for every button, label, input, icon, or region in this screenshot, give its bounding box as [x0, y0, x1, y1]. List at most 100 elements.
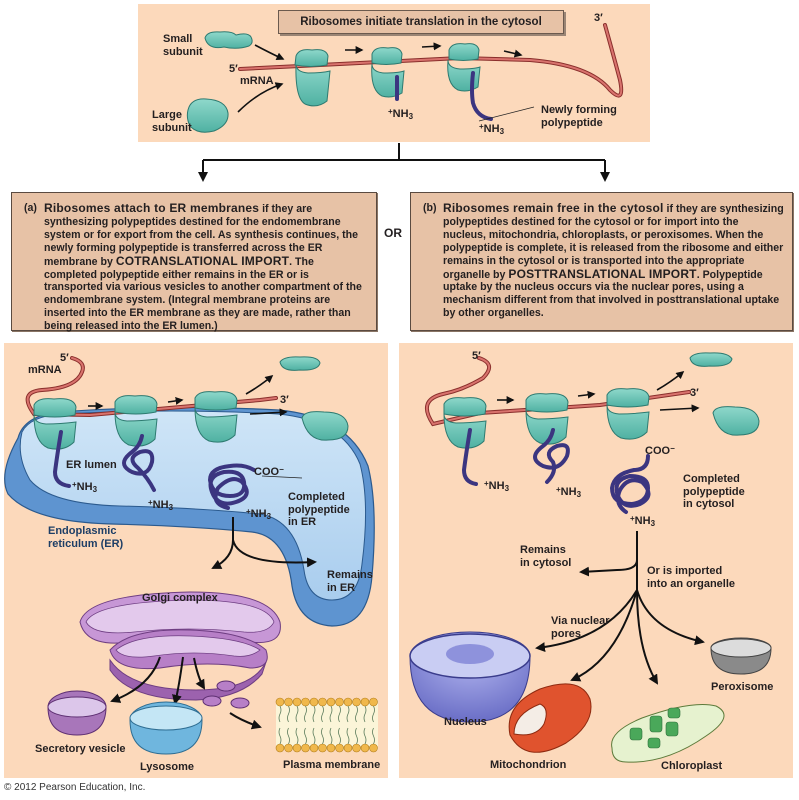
phospholipid-head — [352, 697, 361, 707]
phospholipid-head — [335, 697, 344, 707]
label-nucleus: Nucleus — [444, 716, 487, 728]
transport-vesicles — [202, 680, 250, 709]
label-3-prime-top: 3′ — [594, 12, 603, 24]
label-mitochondrion: Mitochondrion — [490, 759, 567, 771]
label-nh3-right-1: +NH3 — [484, 479, 510, 493]
label-mrna-left: mRNA — [28, 364, 62, 376]
phospholipid-tail — [338, 705, 341, 745]
phospholipid-head — [343, 743, 353, 753]
label-nh3-right-3: +NH3 — [630, 514, 656, 528]
phospholipid-head — [309, 743, 319, 753]
phospholipid-head — [318, 743, 327, 753]
phospholipid-head — [326, 697, 336, 707]
phospholipid-head — [284, 697, 293, 707]
label-3-prime-right: 3′ — [690, 387, 699, 399]
phospholipid-head — [369, 697, 378, 707]
phospholipid-head — [318, 697, 327, 707]
right-polypeptides — [461, 428, 651, 514]
box-a-emphasis: COTRANSLATIONAL IMPORT — [115, 253, 290, 268]
label-nh3-right-2: +NH3 — [556, 485, 582, 499]
copyright-notice: © 2012 Pearson Education, Inc. — [4, 782, 146, 793]
large-subunit-icon — [186, 98, 229, 133]
phospholipid-tail — [372, 705, 375, 745]
arrow-top-3 — [503, 49, 523, 58]
label-nh3-top-1: +NH3 — [388, 107, 414, 121]
label-5-prime-left: 5′ — [60, 352, 69, 364]
label-lysosome: Lysosome — [140, 761, 195, 773]
phospholipid-head — [292, 697, 302, 707]
top-ribosome-1 — [294, 49, 331, 107]
top-ribosome-3 — [447, 43, 493, 121]
lysosome-icon — [129, 701, 203, 755]
label-mrna-top: mRNA — [240, 75, 274, 87]
secretory-vesicle-icon — [47, 690, 107, 736]
box-b-tag: (b) — [423, 202, 437, 214]
phospholipid-tail — [287, 705, 290, 745]
phospholipid-head — [301, 697, 310, 707]
box-b-posttranslational: (b) Ribosomes remain free in the cytosol… — [410, 192, 793, 331]
left-polypeptides — [52, 430, 256, 510]
phospholipid-head — [352, 743, 361, 753]
label-nh3-left-1: +NH3 — [72, 480, 98, 494]
arrow-top-2 — [421, 42, 442, 51]
label-5-prime-top: 5′ — [229, 63, 238, 75]
right-ribosomes — [443, 352, 760, 449]
phospholipid-head — [309, 697, 319, 707]
leader-newly-forming — [478, 106, 535, 122]
label-5-prime-right: 5′ — [472, 350, 481, 362]
label-nh3-left-3: +NH3 — [246, 507, 272, 521]
arrow-small-to-ribosome — [254, 44, 285, 60]
peroxisome-icon — [710, 637, 772, 675]
branch-arrow — [202, 143, 606, 175]
label-plasma-membrane: Plasma membrane — [283, 759, 381, 771]
phospholipid-head — [326, 743, 336, 753]
label-er-lumen: ER lumen — [66, 459, 117, 471]
phospholipid-head — [284, 743, 293, 753]
phospholipid-tail — [312, 705, 316, 745]
phospholipid-tail — [278, 705, 282, 745]
label-3-prime-left: 3′ — [280, 394, 289, 406]
plasma-membrane-icon — [275, 697, 378, 753]
box-a-cotranslational: (a) Ribosomes attach to ER membranes if … — [11, 192, 377, 332]
phospholipid-tail — [363, 705, 367, 745]
phospholipid-head — [292, 743, 302, 753]
box-b-emphasis: POSTTRANSLATIONAL IMPORT — [508, 266, 697, 281]
top-ribosome-2 — [371, 47, 405, 101]
golgi-complex-icon — [79, 591, 281, 701]
label-chloroplast: Chloroplast — [661, 760, 723, 772]
phospholipid-tail — [304, 705, 307, 745]
phospholipid-head — [360, 697, 370, 707]
phospholipid-tail — [355, 705, 358, 745]
phospholipid-head — [369, 743, 378, 753]
box-b-heading: Ribosomes remain free in the cytosol — [443, 201, 664, 215]
small-subunit-icon — [204, 31, 253, 49]
label-peroxisome: Peroxisome — [711, 681, 774, 693]
mitochondrion-icon — [508, 683, 592, 753]
label-secretory-vesicle: Secretory vesicle — [35, 743, 126, 755]
box-a-tag: (a) — [24, 202, 37, 214]
label-golgi-complex: Golgi complex — [142, 592, 218, 604]
phospholipid-head — [275, 743, 285, 753]
label-nh3-top-2: +NH3 — [479, 122, 505, 136]
arrow-large-to-ribosome — [237, 82, 284, 113]
chloroplast-icon — [611, 704, 725, 763]
phospholipid-head — [343, 697, 353, 707]
left-ribosomes — [33, 356, 349, 450]
phospholipid-tail — [329, 705, 333, 745]
phospholipid-head — [275, 697, 285, 707]
phospholipid-head — [301, 743, 310, 753]
label-nh3-left-2: +NH3 — [148, 498, 174, 512]
phospholipid-tail — [295, 705, 299, 745]
nucleus-icon — [409, 631, 531, 723]
